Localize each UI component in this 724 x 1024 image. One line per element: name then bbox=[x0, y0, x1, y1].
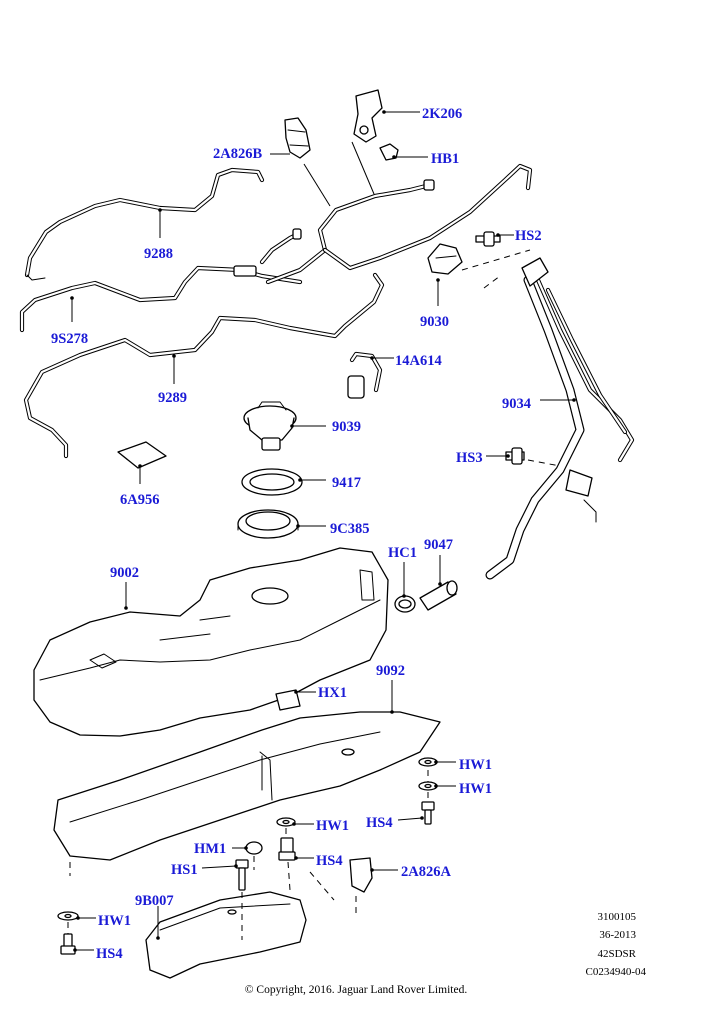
info-line-4: C0234940-04 bbox=[586, 966, 647, 978]
callout-9002: 9002 bbox=[110, 565, 139, 581]
callout-2k206: 2K206 bbox=[422, 106, 462, 122]
callout-hb1: HB1 bbox=[431, 151, 459, 167]
washer-hw1-c bbox=[276, 817, 296, 827]
nut-hm1 bbox=[245, 841, 263, 855]
callout-9034: 9034 bbox=[502, 396, 531, 412]
callout-9092: 9092 bbox=[376, 663, 405, 679]
bracket-2a826b bbox=[284, 117, 311, 159]
bolt-hs2 bbox=[475, 231, 501, 247]
callout-9030: 9030 bbox=[420, 314, 449, 330]
fuel-tank-9002 bbox=[33, 547, 389, 737]
callout-2a826a: 2A826A bbox=[401, 864, 451, 880]
info-line-2: 36-2013 bbox=[599, 929, 636, 941]
info-block: 3100105 36-2013 42SDSR C0234940-04 bbox=[586, 911, 647, 978]
guard-9b007 bbox=[145, 891, 307, 979]
washer-hw1-a bbox=[418, 757, 438, 767]
seal-9417 bbox=[241, 468, 303, 496]
filler-9030 bbox=[427, 243, 463, 275]
callout-hs4-a: HS4 bbox=[366, 815, 393, 831]
callout-9c385: 9C385 bbox=[330, 521, 369, 537]
bolt-hs4-a bbox=[421, 801, 435, 825]
filler-pipe-9034 bbox=[485, 257, 635, 580]
callout-9b007: 9B007 bbox=[135, 893, 174, 909]
callout-9047: 9047 bbox=[424, 537, 453, 553]
callout-hs1: HS1 bbox=[171, 862, 198, 878]
clip-hx1 bbox=[275, 689, 301, 711]
callout-hs3: HS3 bbox=[456, 450, 483, 466]
hose-9047 bbox=[419, 580, 458, 611]
fuel-line-9289 bbox=[23, 272, 385, 459]
callout-hs4-b: HS4 bbox=[316, 853, 343, 869]
info-line-1: 3100105 bbox=[598, 911, 637, 923]
copyright-text: © Copyright, 2016. Jaguar Land Rover Lim… bbox=[245, 984, 468, 996]
alignment-lines bbox=[67, 249, 561, 940]
heat-shield-9092 bbox=[53, 711, 441, 861]
clamp-hc1 bbox=[394, 595, 416, 613]
callout-hc1: HC1 bbox=[388, 545, 417, 561]
callout-hw1-c: HW1 bbox=[316, 818, 349, 834]
callout-9417: 9417 bbox=[332, 475, 361, 491]
bracket-2k206 bbox=[353, 89, 383, 143]
callout-2a826b: 2A826B bbox=[213, 146, 262, 162]
bolt-hs4-c bbox=[60, 933, 76, 955]
callout-hx1: HX1 bbox=[318, 685, 347, 701]
callout-hw1-a: HW1 bbox=[459, 757, 492, 773]
leader-lines bbox=[70, 110, 576, 952]
washer-hw1-d bbox=[57, 911, 79, 921]
callout-6a956: 6A956 bbox=[120, 492, 159, 508]
fuel-line-main bbox=[233, 163, 533, 285]
callout-hw1-d: HW1 bbox=[98, 913, 131, 929]
lock-ring-9c385 bbox=[237, 509, 299, 539]
pad-6a956 bbox=[117, 441, 167, 469]
callout-9289: 9289 bbox=[158, 390, 187, 406]
callout-9s278: 9S278 bbox=[51, 331, 88, 347]
pump-module-9039 bbox=[243, 401, 297, 451]
bracket-2a826a bbox=[349, 857, 373, 893]
callout-hw1-b: HW1 bbox=[459, 781, 492, 797]
bolt-hs1 bbox=[235, 859, 249, 891]
fuel-line-9288 bbox=[24, 167, 265, 281]
callout-9039: 9039 bbox=[332, 419, 361, 435]
callout-hm1: HM1 bbox=[194, 841, 226, 857]
callout-hs2: HS2 bbox=[515, 228, 542, 244]
connector-14a614 bbox=[347, 351, 383, 399]
callout-9288: 9288 bbox=[144, 246, 173, 262]
bolt-hs3 bbox=[505, 447, 525, 465]
callout-labels: 2K206 HB1 2A826B 9288 9S278 9289 HS2 903… bbox=[51, 106, 542, 962]
callout-14a614: 14A614 bbox=[395, 353, 442, 369]
callout-hs4-c: HS4 bbox=[96, 946, 123, 962]
info-line-3: 42SDSR bbox=[597, 948, 636, 960]
bolt-hs4-b bbox=[278, 837, 296, 861]
